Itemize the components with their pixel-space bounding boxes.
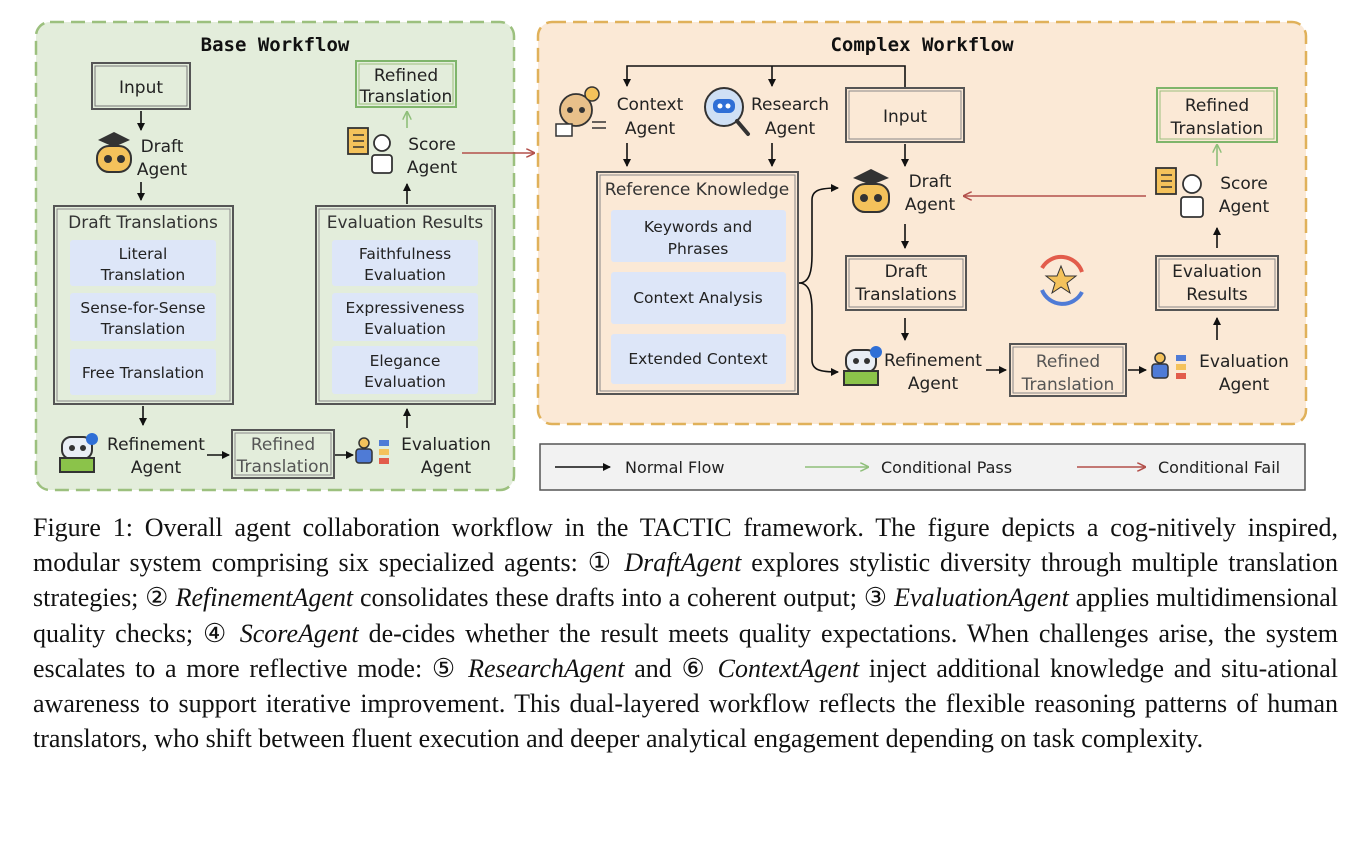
- robot-thinking-icon: [555, 86, 606, 137]
- legend-fail: Conditional Fail: [1158, 458, 1280, 477]
- svg-text:Agent: Agent: [765, 119, 816, 139]
- svg-text:Draft: Draft: [141, 137, 184, 157]
- svg-text:Context Analysis: Context Analysis: [633, 289, 763, 307]
- svg-text:Faithfulness: Faithfulness: [359, 245, 451, 263]
- svg-text:Refinement: Refinement: [884, 351, 982, 371]
- svg-text:Translation: Translation: [100, 320, 185, 338]
- svg-text:Translation: Translation: [100, 266, 185, 284]
- base-score-agent: Score Agent: [347, 127, 458, 178]
- svg-text:Score: Score: [1220, 174, 1268, 194]
- robot-reading-icon: [843, 346, 882, 386]
- base-refinement-agent: Refinement Agent: [59, 433, 205, 478]
- svg-text:Draft: Draft: [909, 172, 952, 192]
- svg-text:Free Translation: Free Translation: [82, 364, 204, 382]
- svg-text:Evaluation: Evaluation: [364, 373, 446, 391]
- robot-checklist-icon: [1151, 352, 1186, 379]
- svg-text:Sense-for-Sense: Sense-for-Sense: [80, 299, 205, 317]
- reference-knowledge-group: Reference Knowledge Keywords and Phrases…: [596, 171, 799, 395]
- base-evaluation-results-group: Evaluation Results Faithfulness Evaluati…: [315, 205, 496, 405]
- svg-text:Score: Score: [408, 135, 456, 155]
- svg-text:Extended Context: Extended Context: [628, 350, 767, 368]
- complex-workflow-title: Complex Workflow: [830, 34, 1014, 56]
- robot-clipboard-icon: [347, 127, 393, 174]
- figure-caption: Figure 1: Overall agent collaboration wo…: [33, 513, 1338, 754]
- svg-text:Agent: Agent: [131, 458, 182, 478]
- robot-checklist-icon: [355, 437, 389, 464]
- svg-text:Translation: Translation: [1170, 119, 1264, 139]
- svg-text:Refinement: Refinement: [107, 435, 205, 455]
- svg-text:Evaluation Results: Evaluation Results: [327, 213, 484, 233]
- base-input-node: Input: [91, 62, 191, 110]
- base-refined-translation-node: Refined Translation: [231, 429, 335, 479]
- complex-refined-output-node: Refined Translation: [1156, 87, 1278, 143]
- base-refined-output-node: Refined Translation: [355, 60, 457, 108]
- svg-text:Literal: Literal: [119, 245, 168, 263]
- robot-graduate-icon: [852, 169, 890, 213]
- svg-text:Agent: Agent: [421, 458, 472, 478]
- svg-text:Draft Translations: Draft Translations: [68, 213, 218, 233]
- svg-text:Phrases: Phrases: [668, 240, 729, 258]
- svg-text:Translation: Translation: [1021, 375, 1115, 395]
- svg-text:Refined: Refined: [1036, 352, 1100, 372]
- iteration-cycle-icon: [1040, 254, 1084, 306]
- complex-score-agent: Score Agent: [1155, 167, 1270, 218]
- legend-pass: Conditional Pass: [881, 458, 1012, 477]
- complex-evaluation-results-node: Evaluation Results: [1155, 255, 1279, 311]
- complex-research-agent: Research Agent: [704, 87, 829, 139]
- robot-reading-icon: [59, 433, 98, 473]
- base-workflow-title: Base Workflow: [201, 34, 350, 56]
- svg-text:Reference Knowledge: Reference Knowledge: [605, 180, 789, 200]
- complex-context-agent: Context Agent: [555, 86, 684, 139]
- svg-text:Agent: Agent: [407, 158, 458, 178]
- svg-text:Results: Results: [1186, 285, 1248, 305]
- svg-text:Keywords and: Keywords and: [644, 218, 752, 236]
- svg-text:Evaluation: Evaluation: [364, 266, 446, 284]
- svg-text:Agent: Agent: [905, 195, 956, 215]
- base-draft-agent: Draft Agent: [96, 132, 188, 180]
- complex-input-node: Input: [845, 87, 965, 143]
- svg-text:Elegance: Elegance: [370, 352, 441, 370]
- svg-text:Translation: Translation: [359, 87, 453, 107]
- svg-text:Translations: Translations: [854, 285, 957, 305]
- complex-refined-translation-node: Refined Translation: [1009, 343, 1127, 397]
- svg-text:Refined: Refined: [1185, 96, 1249, 116]
- robot-clipboard-icon: [1155, 167, 1204, 218]
- base-draft-translations-group: Draft Translations Literal Translation S…: [53, 205, 234, 405]
- workflow-diagram: Base Workflow Input Draft Agent Draft Tr…: [34, 20, 1308, 492]
- svg-text:Evaluation: Evaluation: [401, 435, 491, 455]
- complex-evaluation-agent: Evaluation Agent: [1151, 352, 1289, 395]
- svg-text:Agent: Agent: [1219, 375, 1270, 395]
- svg-text:Agent: Agent: [137, 160, 188, 180]
- svg-text:Input: Input: [883, 107, 927, 127]
- legend: Normal Flow Conditional Pass Conditional…: [539, 443, 1306, 491]
- svg-text:Evaluation: Evaluation: [1199, 352, 1289, 372]
- svg-text:Research: Research: [751, 95, 829, 115]
- svg-text:Expressiveness: Expressiveness: [345, 299, 464, 317]
- svg-text:Refined: Refined: [374, 66, 438, 86]
- svg-text:Input: Input: [119, 78, 163, 98]
- svg-text:Context: Context: [617, 95, 684, 115]
- svg-text:Agent: Agent: [625, 119, 676, 139]
- svg-text:Evaluation: Evaluation: [1172, 262, 1262, 282]
- svg-text:Agent: Agent: [908, 374, 959, 394]
- magnifier-robot-icon: [704, 87, 750, 136]
- robot-graduate-icon: [96, 132, 132, 173]
- svg-text:Translation: Translation: [236, 457, 330, 477]
- svg-text:Evaluation: Evaluation: [364, 320, 446, 338]
- complex-draft-agent: Draft Agent: [852, 169, 956, 215]
- svg-text:Refined: Refined: [251, 435, 315, 455]
- legend-normal: Normal Flow: [625, 458, 725, 477]
- base-evaluation-agent: Evaluation Agent: [355, 435, 491, 478]
- complex-refinement-agent: Refinement Agent: [843, 346, 982, 394]
- svg-text:Draft: Draft: [885, 262, 928, 282]
- svg-text:Agent: Agent: [1219, 197, 1270, 217]
- complex-draft-translations-node: Draft Translations: [845, 255, 967, 311]
